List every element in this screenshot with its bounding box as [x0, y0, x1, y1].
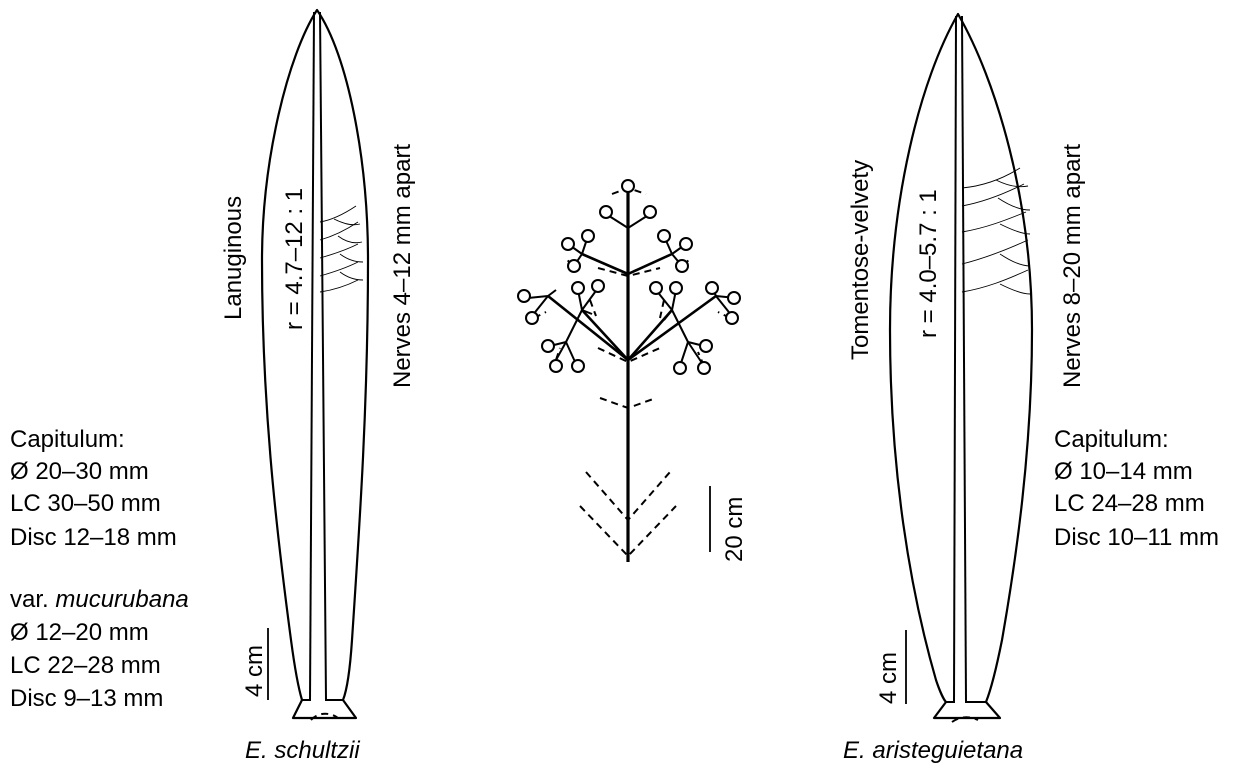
- head: [658, 230, 670, 242]
- inflorescence-scale-label: 20 cm: [721, 497, 748, 562]
- head: [572, 282, 584, 294]
- aristeguietana-leaf: [890, 14, 1032, 722]
- head: [562, 238, 574, 250]
- schultzii-midrib-left: [310, 12, 314, 700]
- aristeguietana-capitulum-disc: Disc 10–11 mm: [1054, 524, 1219, 551]
- schultzii-species-name: E. schultzii: [245, 737, 360, 764]
- schultzii-capitulum-disc: Disc 12–18 mm: [10, 524, 177, 551]
- schultzii-nerves-label: Nerves 4–12 mm apart: [389, 144, 416, 388]
- head: [600, 206, 612, 218]
- schultzii-ratio-label: r = 4.7–12 : 1: [281, 188, 308, 330]
- mucurubana-variety-title: var. mucurubana: [10, 586, 189, 613]
- aristeguietana-capitulum-block: Capitulum: Ø 10–14 mm LC 24–28 mm Disc 1…: [1054, 426, 1219, 551]
- aristeguietana-species-name: E. aristeguietana: [843, 737, 1023, 764]
- schultzii-indumentum-label: Lanuginous: [220, 196, 247, 320]
- head: [676, 260, 688, 272]
- head: [542, 340, 554, 352]
- head: [670, 282, 682, 294]
- inflorescence-diagram: [518, 180, 740, 562]
- schultzii-nerves: [320, 206, 363, 292]
- variety-prefix: var.: [10, 586, 55, 613]
- aristeguietana-leaf-outline: [890, 14, 1032, 718]
- head: [550, 360, 562, 372]
- head: [526, 312, 538, 324]
- branch-lower-left-inner: [582, 310, 628, 360]
- variety-name: mucurubana: [55, 586, 188, 613]
- head: [674, 362, 686, 374]
- head: [680, 238, 692, 250]
- head: [706, 282, 718, 294]
- head: [700, 340, 712, 352]
- schultzii-capitulum-lc: LC 30–50 mm: [10, 490, 161, 517]
- branch-upper-left: [582, 254, 628, 274]
- schultzii-scale-label: 4 cm: [241, 645, 268, 697]
- head: [592, 280, 604, 292]
- schultzii-leaf: [262, 10, 368, 720]
- head: [622, 180, 634, 192]
- aristeguietana-scale-label: 4 cm: [875, 652, 902, 704]
- schultzii-capitulum-block: Capitulum: Ø 20–30 mm LC 30–50 mm Disc 1…: [10, 426, 177, 551]
- aristeguietana-capitulum-title: Capitulum:: [1054, 426, 1169, 453]
- head: [572, 360, 584, 372]
- mucurubana-disc: Disc 9–13 mm: [10, 685, 163, 712]
- branch-lower-left: [548, 296, 628, 360]
- head: [650, 282, 662, 294]
- aristeguietana-midrib-right: [962, 16, 966, 702]
- aristeguietana-nerves-label: Nerves 8–20 mm apart: [1059, 144, 1086, 388]
- schultzii-leaf-outline: [262, 10, 368, 718]
- aristeguietana-indumentum-label: Tomentose-velvety: [847, 160, 874, 360]
- head: [518, 290, 530, 302]
- head: [726, 312, 738, 324]
- head: [698, 362, 710, 374]
- schultzii-capitulum-title: Capitulum:: [10, 426, 125, 453]
- mucurubana-diameter: Ø 12–20 mm: [10, 619, 149, 646]
- head: [644, 206, 656, 218]
- mucurubana-block: var. mucurubana Ø 12–20 mm LC 22–28 mm D…: [10, 586, 189, 712]
- head: [568, 260, 580, 272]
- aristeguietana-midrib-left: [954, 16, 956, 702]
- aristeguietana-nerves: [962, 168, 1030, 294]
- schultzii-capitulum-diameter: Ø 20–30 mm: [10, 458, 149, 485]
- schultzii-midrib-right: [320, 12, 326, 700]
- aristeguietana-capitulum-diameter: Ø 10–14 mm: [1054, 458, 1193, 485]
- mucurubana-lc: LC 22–28 mm: [10, 652, 161, 679]
- head: [728, 292, 740, 304]
- head: [582, 230, 594, 242]
- aristeguietana-ratio-label: r = 4.0–5.7 : 1: [915, 189, 942, 338]
- aristeguietana-capitulum-lc: LC 24–28 mm: [1054, 490, 1205, 517]
